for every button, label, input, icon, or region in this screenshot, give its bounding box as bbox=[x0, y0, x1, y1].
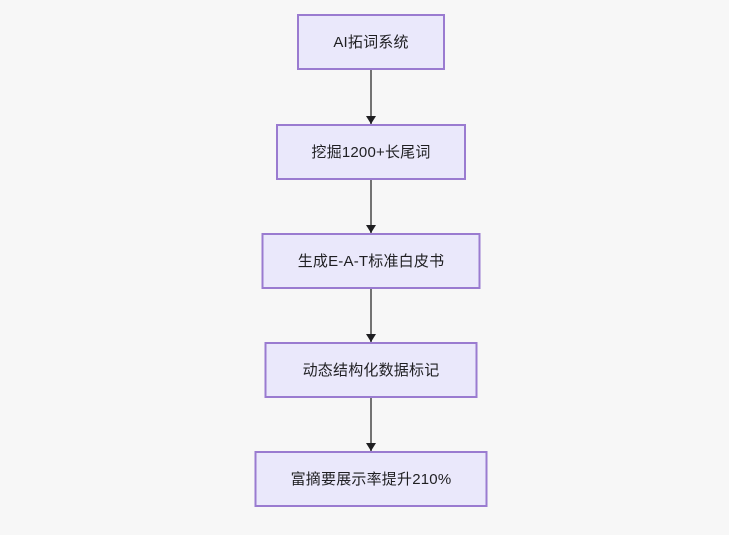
flow-node-mine-longtail-keywords[interactable]: 挖掘1200+长尾词 bbox=[276, 124, 466, 180]
connector-line bbox=[370, 70, 372, 124]
arrowhead-icon bbox=[366, 443, 376, 451]
arrowhead-icon bbox=[366, 225, 376, 233]
flow-node-generate-eat-whitepaper[interactable]: 生成E-A-T标准白皮书 bbox=[261, 233, 481, 289]
flow-node-label: 生成E-A-T标准白皮书 bbox=[297, 252, 445, 270]
flow-node-label: 动态结构化数据标记 bbox=[302, 361, 440, 379]
arrowhead-icon bbox=[366, 116, 376, 124]
flow-node-rich-snippet-rate-increase[interactable]: 富摘要展示率提升210% bbox=[254, 451, 488, 507]
flow-node-label: 挖掘1200+长尾词 bbox=[311, 143, 431, 161]
connector-node-3-to-node-4 bbox=[364, 289, 378, 342]
connector-line bbox=[370, 289, 372, 342]
flow-node-dynamic-structured-data-markup[interactable]: 动态结构化数据标记 bbox=[264, 342, 478, 398]
flow-node-label: AI拓词系统 bbox=[333, 33, 409, 51]
connector-line bbox=[370, 180, 372, 233]
connector-node-2-to-node-3 bbox=[364, 180, 378, 233]
flow-node-ai-keyword-system[interactable]: AI拓词系统 bbox=[297, 14, 445, 70]
connector-node-4-to-node-5 bbox=[364, 398, 378, 451]
flow-node-label: 富摘要展示率提升210% bbox=[290, 470, 452, 488]
connector-node-1-to-node-2 bbox=[364, 70, 378, 124]
connector-line bbox=[370, 398, 372, 451]
arrowhead-icon bbox=[366, 334, 376, 342]
